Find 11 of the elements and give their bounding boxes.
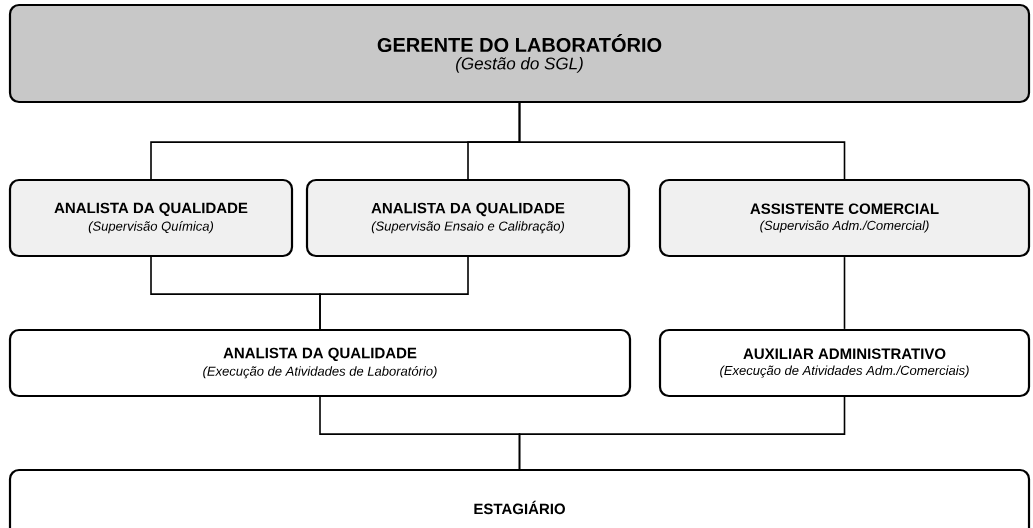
role-box: AUXILIAR ADMINISTRATIVO (Execução de Atividades Adm./Comerciais) [658, 328, 1031, 398]
role-box: ESTAGIÁRIO [8, 468, 1031, 528]
connector [518, 396, 846, 470]
connector [843, 256, 846, 330]
connector [518, 102, 846, 180]
connector [319, 256, 469, 330]
role-box: ANALISTA DA QUALIDADE (Supervisão Ensaio e Calibração) [305, 178, 631, 258]
role-box: ASSISTENTE COMERCIAL (Supervisão Adm./Comercial) [658, 178, 1031, 258]
header-box: GERENTE DO LABORATÓRIO (Gestão do SGL) [8, 3, 1031, 104]
role-box: ANALISTA DA QUALIDADE (Execução de Atividades de Laboratório) [8, 328, 632, 398]
role-box: ANALISTA DA QUALIDADE (Supervisão Química) [8, 178, 294, 258]
